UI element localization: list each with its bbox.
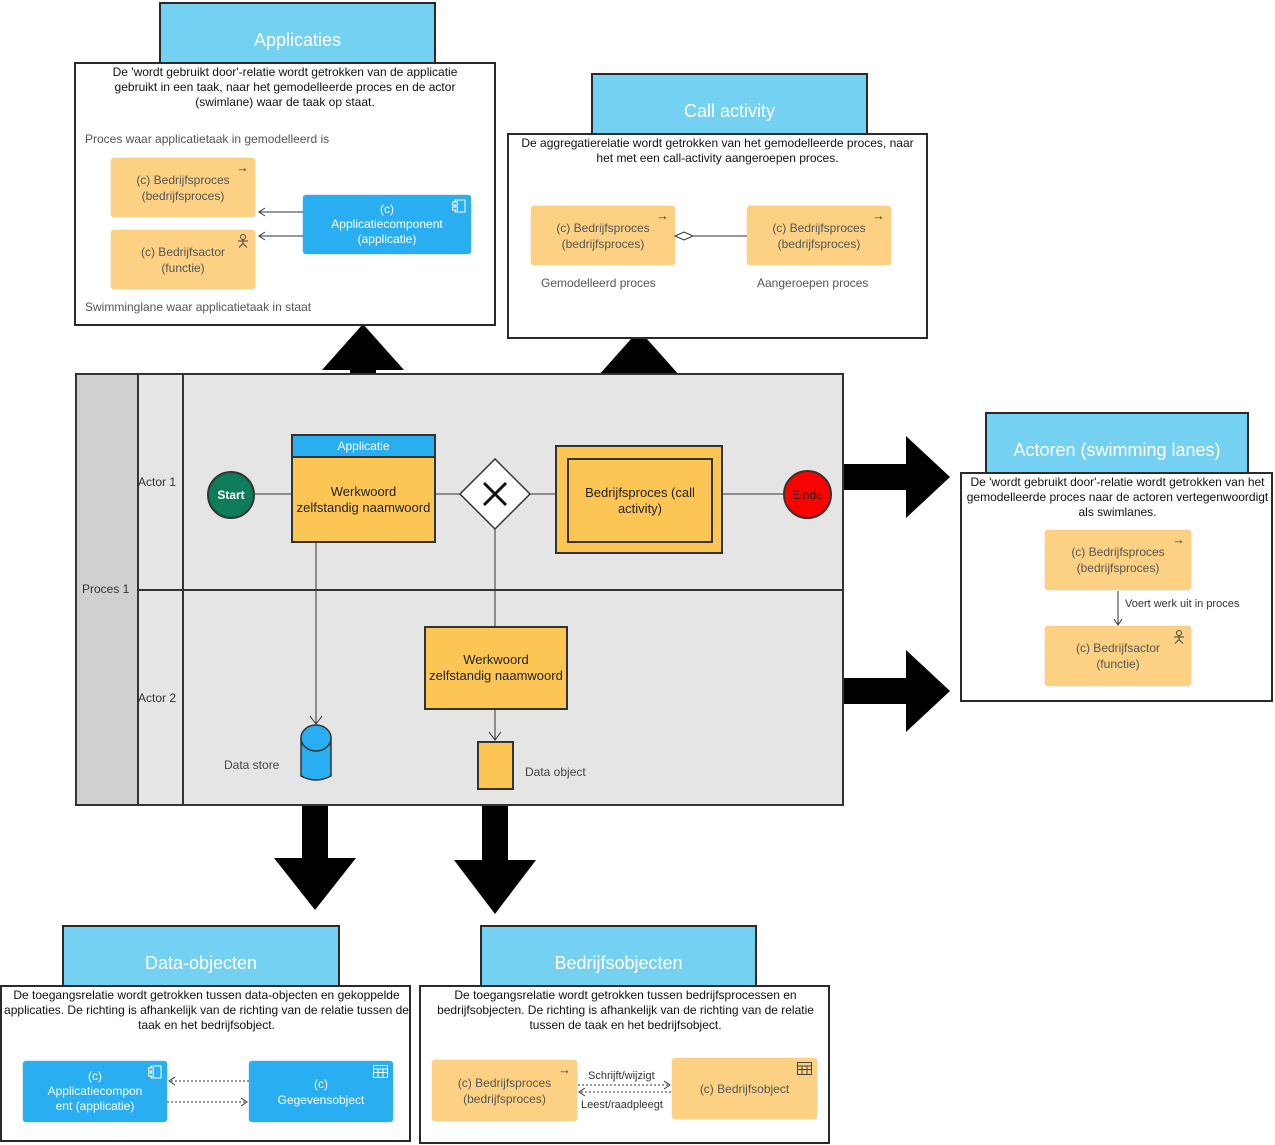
table-icon bbox=[373, 1065, 388, 1078]
data-objecten-card-app: (c) Applicatiecompon ent (applicatie) bbox=[23, 1061, 167, 1122]
call-activity-card-left: (c) Bedrijfsproces (bedrijfsproces) → bbox=[531, 206, 675, 265]
data-objecten-relations bbox=[167, 1076, 249, 1107]
actoren-header: Actoren (swimming lanes) bbox=[985, 412, 1249, 474]
application-tag-label: Applicatie bbox=[337, 439, 390, 453]
stick-figure-icon bbox=[238, 234, 248, 248]
arrow-right-icon: → bbox=[872, 208, 885, 223]
applicaties-note-bottom: Swimminglane waar applicatietaak in staa… bbox=[85, 300, 312, 314]
actoren-relation bbox=[1113, 591, 1123, 626]
card-text: (c) Bedrijfsobject bbox=[699, 1081, 790, 1096]
start-label: Start bbox=[217, 488, 245, 502]
call-activity-header: Call activity bbox=[591, 73, 868, 135]
arrow-right-icon: → bbox=[1172, 532, 1185, 547]
card-text: (c) Gegevensobject bbox=[277, 1076, 365, 1107]
card-text: (c) Bedrijfsproces (bedrijfsproces) bbox=[1071, 545, 1165, 575]
applicaties-card-process: (c) Bedrijfsproces (bedrijfsproces) → bbox=[111, 158, 255, 217]
aggregation-relation bbox=[673, 231, 747, 241]
applicaties-header: Applicaties bbox=[159, 2, 436, 64]
task-actor2[interactable]: Werkwoord zelfstandig naamwoord bbox=[424, 626, 568, 710]
card-text: (c) Bedrijfsproces (bedrijfsproces) bbox=[457, 1075, 552, 1106]
table-icon bbox=[797, 1062, 812, 1075]
card-text: (c) Applicatiecomponent (applicatie) bbox=[331, 202, 443, 246]
applicaties-card-actor: (c) Bedrijfsactor (functie) bbox=[111, 230, 255, 289]
applicaties-description: De 'wordt gebruikt door'-relatie wordt g… bbox=[112, 65, 458, 109]
component-icon bbox=[452, 199, 466, 213]
data-objecten-header: Data-objecten bbox=[62, 925, 340, 987]
applicaties-relations bbox=[258, 207, 303, 241]
arrow-right-actoren-2 bbox=[843, 650, 950, 732]
card-text: (c) Bedrijfsproces (bedrijfsproces) bbox=[772, 220, 866, 251]
bedrijfsobjecten-title: Bedrijfsobjecten bbox=[554, 953, 683, 973]
application-tag[interactable]: Applicatie bbox=[291, 434, 436, 458]
applicaties-panel: De 'wordt gebruikt door'-relatie wordt g… bbox=[74, 62, 496, 326]
pool-label: Proces 1 bbox=[82, 582, 130, 596]
end-label: Einde bbox=[792, 487, 823, 502]
call-activity-card-right: (c) Bedrijfsproces (bedrijfsproces) → bbox=[747, 206, 891, 265]
applicaties-title: Applicaties bbox=[253, 30, 342, 50]
call-activity-label-right: Aangeroepen proces bbox=[757, 276, 869, 290]
exclusive-gateway[interactable] bbox=[458, 457, 532, 531]
card-text: (c) Bedrijfsproces (bedrijfsproces) bbox=[556, 220, 650, 251]
data-objecten-title: Data-objecten bbox=[144, 953, 258, 973]
data-object-icon[interactable] bbox=[477, 741, 514, 790]
data-store-icon[interactable] bbox=[299, 724, 333, 782]
data-objecten-card-data: (c) Gegevensobject bbox=[249, 1061, 393, 1122]
call-activity-inner: Bedrijfsproces (call activity) bbox=[567, 458, 713, 543]
data-object-label: Data object bbox=[525, 765, 586, 779]
applicaties-card-app: (c) Applicatiecomponent (applicatie) bbox=[303, 195, 471, 254]
arrow-down-data-objecten bbox=[274, 784, 356, 910]
data-store-label: Data store bbox=[224, 758, 280, 772]
bedrijfsobjecten-description: De toegangsrelatie wordt getrokken tusse… bbox=[437, 988, 814, 1032]
task-text: Werkwoord zelfstandig naamwoord bbox=[296, 483, 431, 515]
arrow-right-icon: → bbox=[558, 1062, 571, 1077]
task-text: Bedrijfsproces (call activity) bbox=[585, 484, 695, 516]
component-icon bbox=[148, 1065, 162, 1079]
lane1-label: Actor 1 bbox=[138, 475, 177, 489]
lane-divider bbox=[137, 589, 844, 591]
call-activity-description: De aggregatierelatie wordt getrokken van… bbox=[521, 136, 914, 165]
actoren-panel: De 'wordt gebruikt door'-relatie wordt g… bbox=[960, 472, 1273, 702]
actoren-description: De 'wordt gebruikt door'-relatie wordt g… bbox=[966, 475, 1269, 519]
arrow-right-icon: → bbox=[236, 160, 249, 175]
bedrijfsobjecten-panel: De toegangsrelatie wordt getrokken tusse… bbox=[419, 985, 830, 1144]
end-event[interactable]: Einde bbox=[783, 470, 832, 519]
bedrijfsobjecten-label-write: Schrijft/wijzigt bbox=[588, 1070, 655, 1082]
bedrijfsobjecten-card-process: (c) Bedrijfsproces (bedrijfsproces) → bbox=[432, 1060, 577, 1121]
call-activity-label-left: Gemodelleerd proces bbox=[541, 276, 656, 290]
bedrijfsobjecten-relations bbox=[578, 1080, 671, 1097]
task-text: Werkwoord zelfstandig naamwoord bbox=[429, 652, 563, 683]
call-activity-task[interactable]: Bedrijfsproces (call activity) bbox=[555, 445, 723, 554]
arrow-right-icon: → bbox=[656, 208, 669, 223]
actoren-card-actor: (c) Bedrijfsactor (functie) bbox=[1045, 626, 1191, 686]
actoren-title: Actoren (swimming lanes) bbox=[1013, 440, 1221, 460]
bedrijfsobjecten-card-object: (c) Bedrijfsobject bbox=[672, 1058, 817, 1119]
call-activity-panel: De aggregatierelatie wordt getrokken van… bbox=[507, 133, 928, 339]
bedrijfsobjecten-header: Bedrijfsobjecten bbox=[480, 925, 757, 987]
data-objecten-panel: De toegangsrelatie wordt getrokken tusse… bbox=[0, 985, 411, 1142]
task-actor1[interactable]: Werkwoord zelfstandig naamwoord bbox=[291, 456, 436, 543]
applicaties-note-top: Proces waar applicatietaak in gemodellee… bbox=[85, 132, 330, 146]
actoren-relation-label: Voert werk uit in proces bbox=[1125, 598, 1240, 610]
lane2-label: Actor 2 bbox=[138, 691, 177, 705]
card-text: (c) Bedrijfsproces (bedrijfsproces) bbox=[136, 172, 230, 203]
card-text: (c) Applicatiecompon ent (applicatie) bbox=[47, 1069, 143, 1113]
arrow-down-bedrijfsobjecten bbox=[454, 790, 536, 914]
arrow-right-actoren-1 bbox=[843, 436, 950, 518]
data-objecten-description: De toegangsrelatie wordt getrokken tusse… bbox=[4, 988, 409, 1032]
start-event[interactable]: Start bbox=[207, 471, 255, 519]
stick-figure-icon bbox=[1174, 630, 1184, 644]
actoren-card-process: (c) Bedrijfsproces (bedrijfsproces) → bbox=[1045, 530, 1191, 590]
bedrijfsobjecten-label-read: Leest/raadpleegt bbox=[581, 1099, 663, 1111]
card-text: (c) Bedrijfsactor (functie) bbox=[140, 244, 226, 275]
card-text: (c) Bedrijfsactor (functie) bbox=[1075, 641, 1161, 671]
call-activity-title: Call activity bbox=[683, 101, 776, 121]
